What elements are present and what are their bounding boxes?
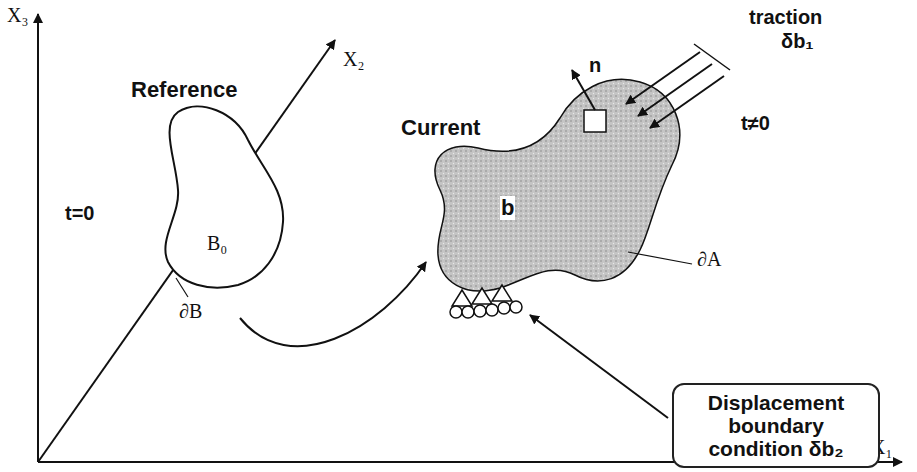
callout-text: Displacement boundary condition δb₂	[682, 391, 870, 460]
current-body	[435, 79, 680, 291]
traction-arrow	[626, 52, 700, 104]
x3-axis	[37, 14, 39, 462]
time-label: t=0	[64, 202, 95, 224]
surface-element	[584, 110, 606, 132]
axis-label: X₃	[6, 4, 29, 26]
boundary-label: ∂B	[178, 300, 203, 322]
traction-arrow	[650, 76, 724, 128]
traction-label: δb₁	[780, 30, 815, 52]
callout-arrow	[530, 315, 668, 418]
normal-label: n	[588, 54, 602, 76]
callout-box: Displacement boundary condition δb₂	[672, 383, 880, 468]
traction-bar	[694, 44, 730, 70]
time-label: t≠0	[740, 112, 771, 134]
traction-label: traction	[748, 6, 823, 28]
normal-arrow	[572, 70, 595, 110]
mapping-arrow	[240, 262, 426, 346]
body-label: B₀	[206, 232, 228, 254]
x2-axis	[38, 40, 335, 462]
configuration-label: Reference	[130, 78, 238, 102]
boundary-label: ∂A	[696, 248, 722, 270]
traction-arrow	[638, 64, 712, 116]
roller-supports	[450, 285, 522, 318]
configuration-label: Current	[400, 116, 481, 140]
reference-body	[165, 107, 283, 288]
leader-line	[176, 278, 188, 297]
body-label: b	[500, 196, 515, 220]
axis-label: X₂	[342, 48, 365, 70]
leader-line	[628, 252, 692, 264]
